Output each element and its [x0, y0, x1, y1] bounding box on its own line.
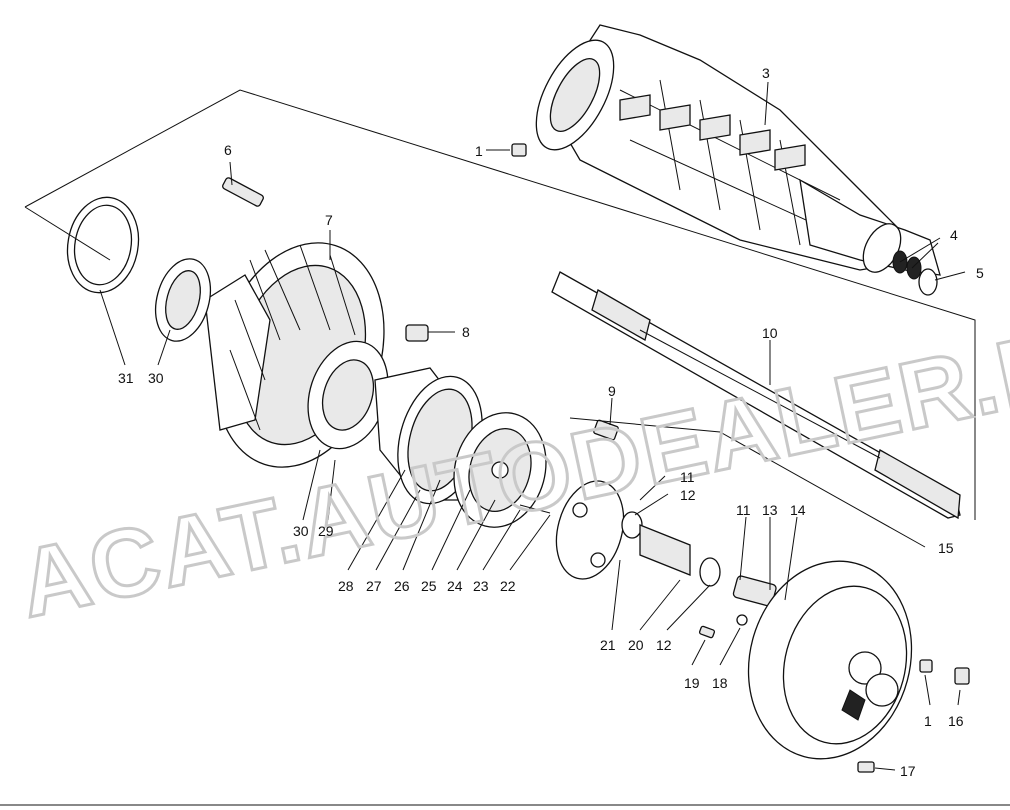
- callout-17: 17: [900, 763, 916, 779]
- callout-8: 8: [462, 324, 470, 340]
- axle-housing: [535, 24, 941, 276]
- axle-shaft: [551, 271, 961, 520]
- callout-15: 15: [938, 540, 954, 556]
- callout-14: 14: [790, 502, 806, 518]
- callout-26: 26: [394, 578, 410, 594]
- bearing-set-4-5: [892, 250, 938, 296]
- wheel-nut: [405, 324, 429, 342]
- ring-31: [66, 196, 140, 294]
- callout-29: 29: [318, 523, 334, 539]
- callout-30-upper: 30: [148, 370, 164, 386]
- callout-3: 3: [762, 65, 770, 81]
- callout-11-mid: 11: [736, 502, 751, 518]
- bolt: [593, 419, 619, 441]
- callout-11-top: 11: [680, 469, 695, 485]
- callout-6: 6: [224, 142, 232, 158]
- callout-30-lower: 30: [293, 523, 309, 539]
- callout-12-bottom: 12: [656, 637, 672, 653]
- callout-22: 22: [500, 578, 516, 594]
- callout-12-top: 12: [680, 487, 696, 503]
- sun-gear: [639, 524, 789, 639]
- callout-10: 10: [762, 325, 778, 341]
- screw: [857, 761, 875, 773]
- callout-16: 16: [948, 713, 964, 729]
- callout-1-top: 1: [475, 143, 483, 159]
- hub-cover: [747, 560, 913, 760]
- seal-30: [154, 258, 212, 342]
- planet-carrier: [453, 412, 547, 528]
- callout-9: 9: [608, 383, 616, 399]
- callout-19: 19: [684, 675, 700, 691]
- callout-20: 20: [628, 637, 644, 653]
- thrust-plate: [555, 480, 643, 580]
- callout-5: 5: [976, 265, 984, 281]
- callout-23: 23: [473, 578, 489, 594]
- callout-7: 7: [325, 212, 333, 228]
- callout-13: 13: [762, 502, 778, 518]
- callout-18: 18: [712, 675, 728, 691]
- drain-plug: [954, 667, 970, 685]
- callout-24: 24: [447, 578, 463, 594]
- callout-31: 31: [118, 370, 134, 386]
- callout-4: 4: [950, 227, 958, 243]
- plug: [919, 659, 933, 673]
- callout-25: 25: [421, 578, 437, 594]
- callout-21: 21: [600, 637, 616, 653]
- wheel-stud: [222, 177, 264, 207]
- leader-lines: [24, 81, 976, 771]
- callout-27: 27: [366, 578, 382, 594]
- nut-icon: [511, 143, 527, 157]
- callout-labels: 1 3 4 5 6 7 8 9 10 11 12 11 13 14 15 16 …: [118, 65, 984, 779]
- wheel-hub: [204, 242, 389, 468]
- callout-1-bottom: 1: [924, 713, 932, 729]
- callout-28: 28: [338, 578, 354, 594]
